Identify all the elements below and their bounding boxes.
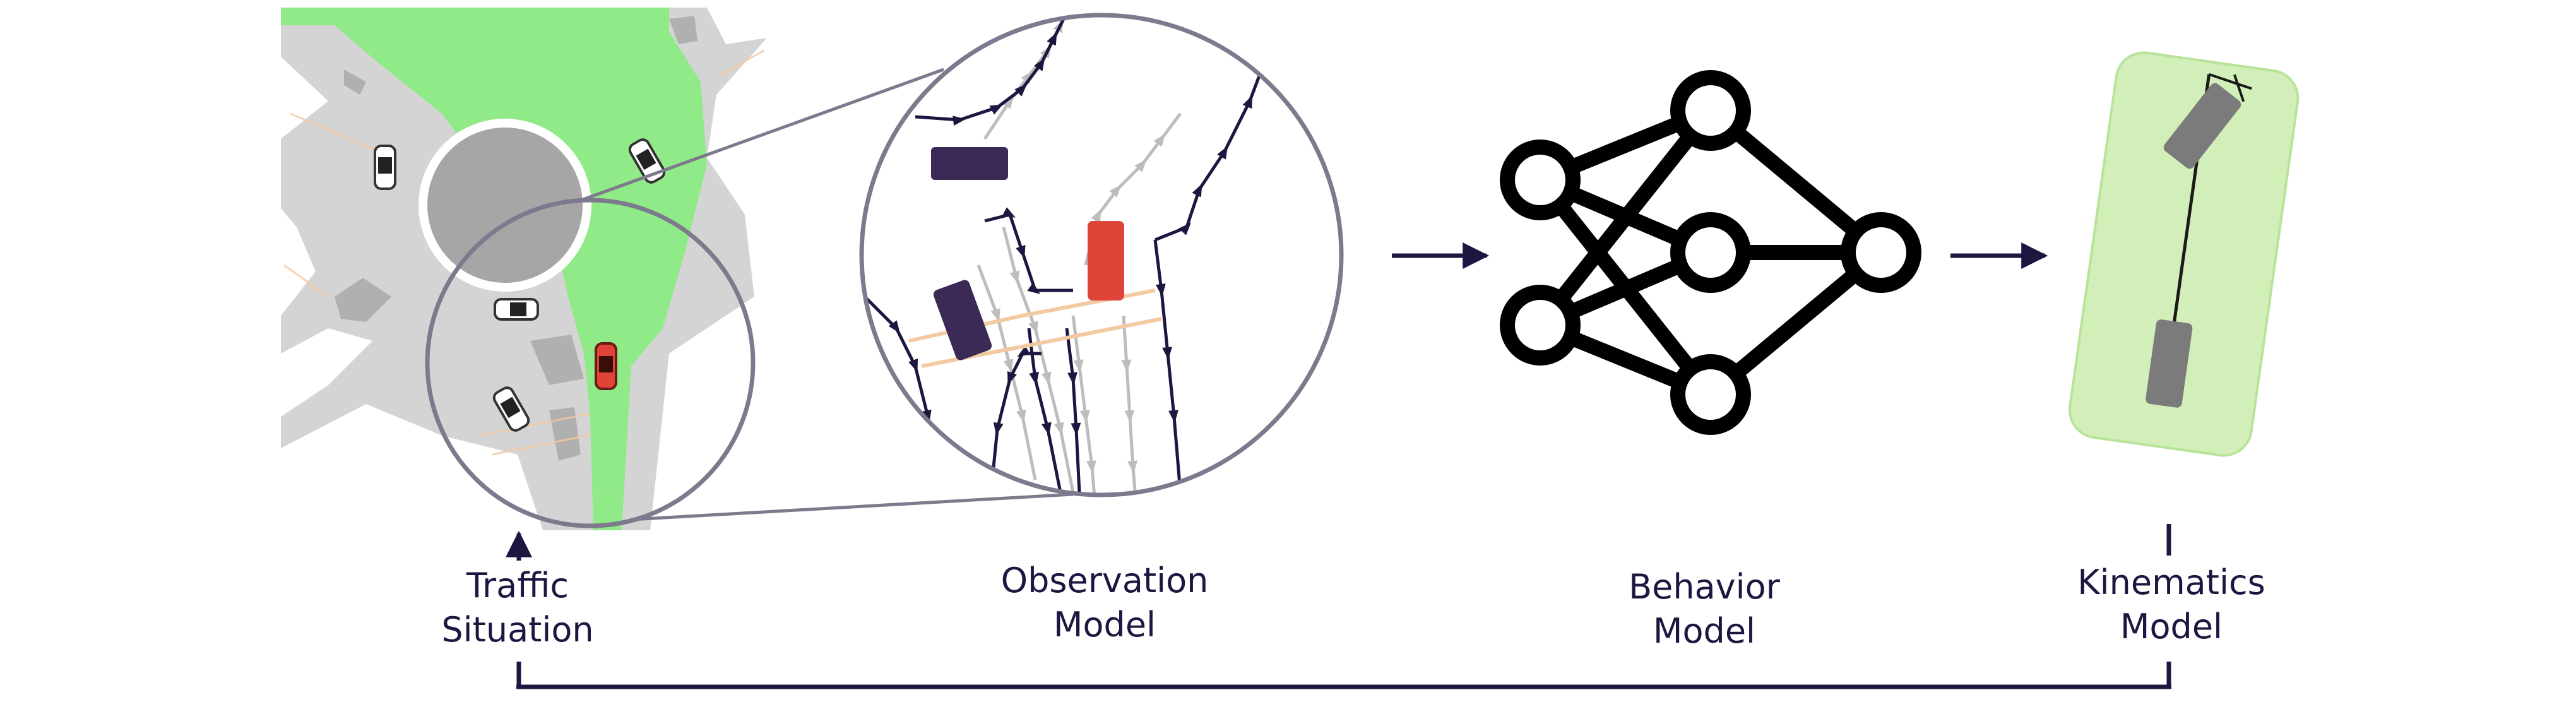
vehicle-car-icon xyxy=(492,386,530,432)
observation-lens-ring xyxy=(859,13,1344,497)
ego-vehicle-box xyxy=(1088,221,1124,300)
nn-hidden-node xyxy=(1670,212,1751,293)
nn-hidden-node xyxy=(1670,70,1751,151)
front-wheel xyxy=(2163,83,2241,169)
neural-network-icon xyxy=(1500,70,1921,435)
planned-route xyxy=(281,8,707,530)
nn-hidden-node xyxy=(1670,354,1751,435)
lane-graph-icon xyxy=(859,13,1344,497)
zoom-region-circle xyxy=(425,198,756,528)
vehicle-car-icon xyxy=(494,298,539,321)
nn-output-node xyxy=(1841,212,1921,293)
zoom-connector xyxy=(631,492,1074,521)
nn-input-node xyxy=(1500,285,1581,366)
bicycle-model-icon xyxy=(2068,51,2300,457)
ego-car-icon xyxy=(595,342,617,390)
roundabout-island xyxy=(418,119,591,292)
roundabout-map-icon xyxy=(281,8,767,530)
feedback-bracket xyxy=(516,524,2171,689)
other-vehicle-box xyxy=(933,280,992,360)
zoom-connector xyxy=(579,68,944,203)
vehicle-car-icon xyxy=(374,145,396,190)
other-vehicle-box xyxy=(931,147,1008,180)
nn-input-node xyxy=(1500,140,1581,220)
rear-wheel xyxy=(2146,319,2193,408)
